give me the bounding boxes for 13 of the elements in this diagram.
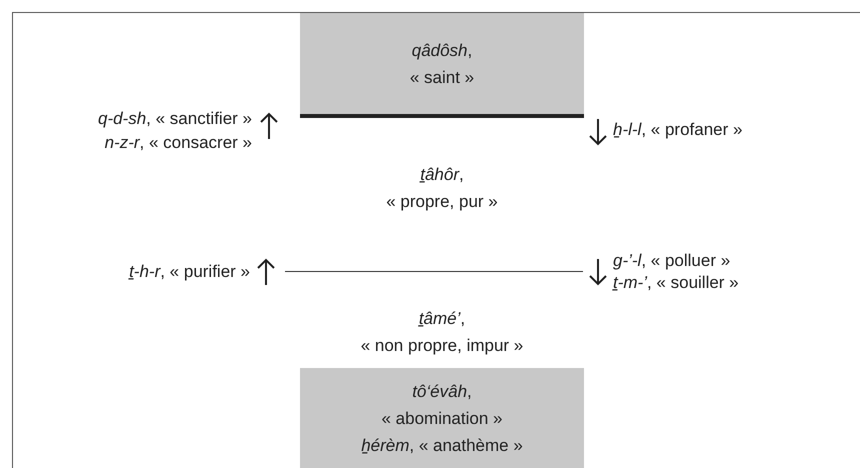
term-text: ṯâmé’, « non propre, impur » [360, 308, 524, 357]
verb-label: g-’-l, « polluer » [613, 250, 730, 272]
verb-label: q-d-sh, « sanctifier » [98, 108, 252, 130]
term-text: ṯâhôr, « propre, pur » [386, 164, 498, 213]
term-text: ẖérèm, « anathème » [361, 434, 523, 456]
term-text: qâdôsh, « saint » [410, 40, 474, 89]
verb-label: ẖ-l-l, « profaner » [613, 119, 742, 141]
verb-label: ṯ-m-’, « souiller » [613, 272, 739, 294]
category-box [300, 368, 584, 468]
term-text: tô‘évâh, « abomination » [382, 380, 502, 430]
verb-label: ṯ-h-r, « purifier » [129, 261, 250, 283]
category-box [300, 13, 584, 115]
verb-label: n-z-r, « consacrer » [104, 132, 252, 154]
